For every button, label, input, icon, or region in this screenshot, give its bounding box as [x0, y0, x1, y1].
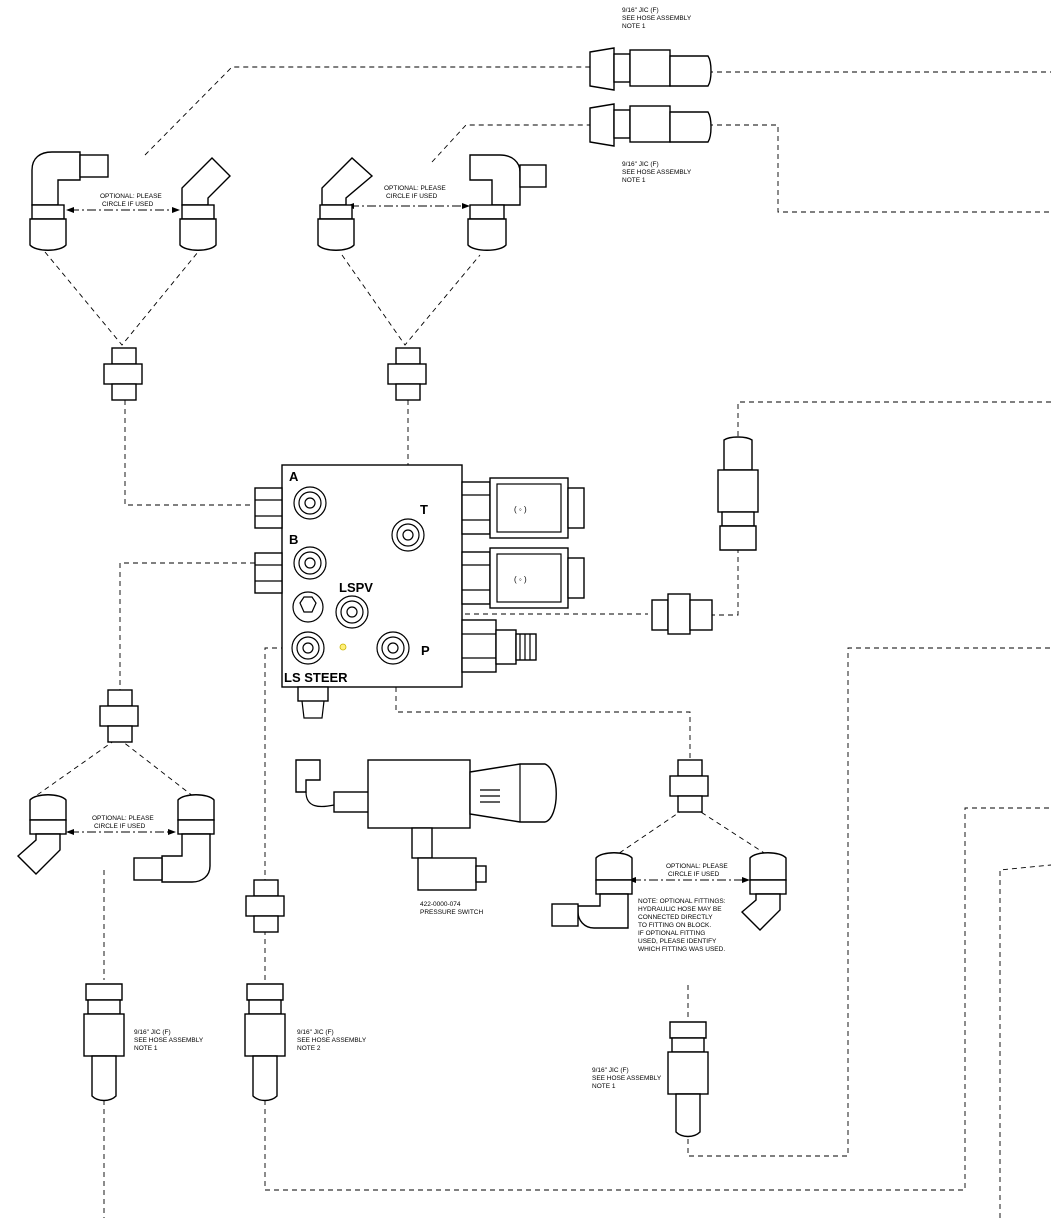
svg-text:SEE HOSE ASSEMBLY: SEE HOSE ASSEMBLY [297, 1037, 367, 1044]
svg-text:OPTIONAL: PLEASE: OPTIONAL: PLEASE [666, 863, 728, 870]
solenoid-coil-upper: ( ◦ ) [461, 477, 585, 539]
optional-fittings-note: NOTE: OPTIONAL FITTINGS: HYDRAULIC HOSE … [638, 898, 726, 953]
svg-text:NOTE 2: NOTE 2 [297, 1045, 321, 1052]
hose-label-bottom-left: 9/16" JIC (F) SEE HOSE ASSEMBLY NOTE 1 [134, 1029, 204, 1052]
svg-text:WHICH FITTING WAS USED.: WHICH FITTING WAS USED. [638, 946, 725, 953]
port-label-lspv: LSPV [339, 580, 373, 595]
elbow-90-top-left [29, 151, 109, 251]
port-label-t: T [420, 502, 428, 517]
elbow-90-bottom-left [133, 794, 215, 883]
optional-label-bottom-left: OPTIONAL: PLEASE CIRCLE IF USED [92, 815, 154, 830]
svg-text:SEE HOSE ASSEMBLY: SEE HOSE ASSEMBLY [134, 1037, 204, 1044]
svg-text:9/16" JIC (F): 9/16" JIC (F) [622, 7, 659, 14]
svg-text:NOTE 1: NOTE 1 [134, 1045, 158, 1052]
solenoid-coil-lower: ( ◦ ) [461, 547, 585, 609]
port-label-b: B [289, 532, 298, 547]
hose-end-bottom-right [667, 1021, 709, 1138]
adapter-bottom-left [99, 689, 139, 743]
svg-text:NOTE 1: NOTE 1 [592, 1083, 616, 1090]
port-label-a: A [289, 469, 299, 484]
port-b [293, 546, 327, 580]
svg-text:OPTIONAL: PLEASE: OPTIONAL: PLEASE [92, 815, 154, 822]
elbow-90-top-mid [467, 154, 547, 251]
svg-text:NOTE 1: NOTE 1 [622, 177, 646, 184]
port-label-ls-steer: LS STEER [284, 670, 348, 685]
pressure-switch-part: 422-0000-074 [420, 901, 461, 908]
valve-block: A B T P LSPV LS STEER [254, 464, 463, 719]
adapter-top-left [103, 347, 143, 401]
svg-text:SEE HOSE ASSEMBLY: SEE HOSE ASSEMBLY [622, 15, 692, 22]
elbow-45-top-mid [317, 157, 374, 251]
svg-text:USED, PLEASE IDENTIFY: USED, PLEASE IDENTIFY [638, 938, 717, 945]
hose-end-top-1 [589, 47, 712, 91]
adapter-bottom-right [669, 759, 709, 813]
port-label-p: P [421, 643, 430, 658]
optional-label-bottom-right: OPTIONAL: PLEASE CIRCLE IF USED [666, 863, 728, 878]
svg-text:NOTE 1: NOTE 1 [622, 23, 646, 30]
svg-text:SEE HOSE ASSEMBLY: SEE HOSE ASSEMBLY [622, 169, 692, 176]
elbow-45-bottom-left [16, 794, 67, 875]
svg-text:9/16" JIC (F): 9/16" JIC (F) [592, 1067, 629, 1074]
svg-text:9/16" JIC (F): 9/16" JIC (F) [297, 1029, 334, 1036]
port-ls-steer [291, 631, 325, 665]
svg-text:9/16" JIC (F): 9/16" JIC (F) [622, 161, 659, 168]
elbow-45-bottom-right [740, 852, 787, 931]
svg-text:CIRCLE IF USED: CIRCLE IF USED [386, 193, 438, 200]
svg-text:SEE HOSE ASSEMBLY: SEE HOSE ASSEMBLY [592, 1075, 662, 1082]
svg-text:9/16" JIC (F): 9/16" JIC (F) [134, 1029, 171, 1036]
adapter-top-mid [387, 347, 427, 401]
side-cartridge [461, 619, 537, 673]
svg-text:( ◦ ): ( ◦ ) [514, 575, 527, 584]
port-p [376, 631, 410, 665]
svg-text:CIRCLE IF USED: CIRCLE IF USED [94, 823, 146, 830]
hose-routing-lines [29, 66, 1051, 1218]
svg-text:( ◦ ): ( ◦ ) [514, 505, 527, 514]
pressure-switch-name: PRESSURE SWITCH [420, 909, 484, 916]
svg-text:NOTE: OPTIONAL FITTINGS:: NOTE: OPTIONAL FITTINGS: [638, 898, 726, 905]
hose-end-bottom-mid [244, 983, 286, 1102]
hose-label-top-right-1: 9/16" JIC (F) SEE HOSE ASSEMBLY NOTE 1 [622, 7, 692, 30]
svg-text:OPTIONAL: PLEASE: OPTIONAL: PLEASE [384, 185, 446, 192]
svg-text:HYDRAULIC HOSE MAY BE: HYDRAULIC HOSE MAY BE [638, 906, 722, 913]
hose-end-bottom-left [83, 983, 125, 1102]
marker-dot [339, 643, 347, 651]
elbow-45-top-left [179, 157, 231, 251]
hose-end-right-vertical [717, 436, 759, 551]
hose-label-bottom-mid: 9/16" JIC (F) SEE HOSE ASSEMBLY NOTE 2 [297, 1029, 367, 1052]
hose-label-top-right-2: 9/16" JIC (F) SEE HOSE ASSEMBLY NOTE 1 [622, 161, 692, 184]
port-a [293, 486, 327, 520]
hose-end-top-2 [589, 103, 712, 147]
port-plug [292, 591, 324, 623]
adapter-lspv [651, 593, 713, 635]
svg-text:CONNECTED DIRECTLY: CONNECTED DIRECTLY [638, 914, 713, 921]
hose-label-bottom-right: 9/16" JIC (F) SEE HOSE ASSEMBLY NOTE 1 [592, 1067, 662, 1090]
svg-text:TO FITTING ON BLOCK.: TO FITTING ON BLOCK. [638, 922, 711, 929]
svg-text:CIRCLE IF USED: CIRCLE IF USED [102, 201, 154, 208]
adapter-bottom-mid [245, 879, 285, 933]
svg-text:IF OPTIONAL FITTING: IF OPTIONAL FITTING [638, 930, 705, 937]
elbow-90-bottom-right [551, 852, 633, 929]
pressure-switch: 422-0000-074 PRESSURE SWITCH [295, 759, 557, 916]
svg-text:OPTIONAL: PLEASE: OPTIONAL: PLEASE [100, 193, 162, 200]
port-lspv [335, 595, 369, 629]
port-t [391, 518, 425, 552]
optional-label-top-mid: OPTIONAL: PLEASE CIRCLE IF USED [384, 185, 446, 200]
optional-label-top-left: OPTIONAL: PLEASE CIRCLE IF USED [100, 193, 162, 208]
optional-arrows [66, 203, 750, 883]
svg-text:CIRCLE IF USED: CIRCLE IF USED [668, 871, 720, 878]
